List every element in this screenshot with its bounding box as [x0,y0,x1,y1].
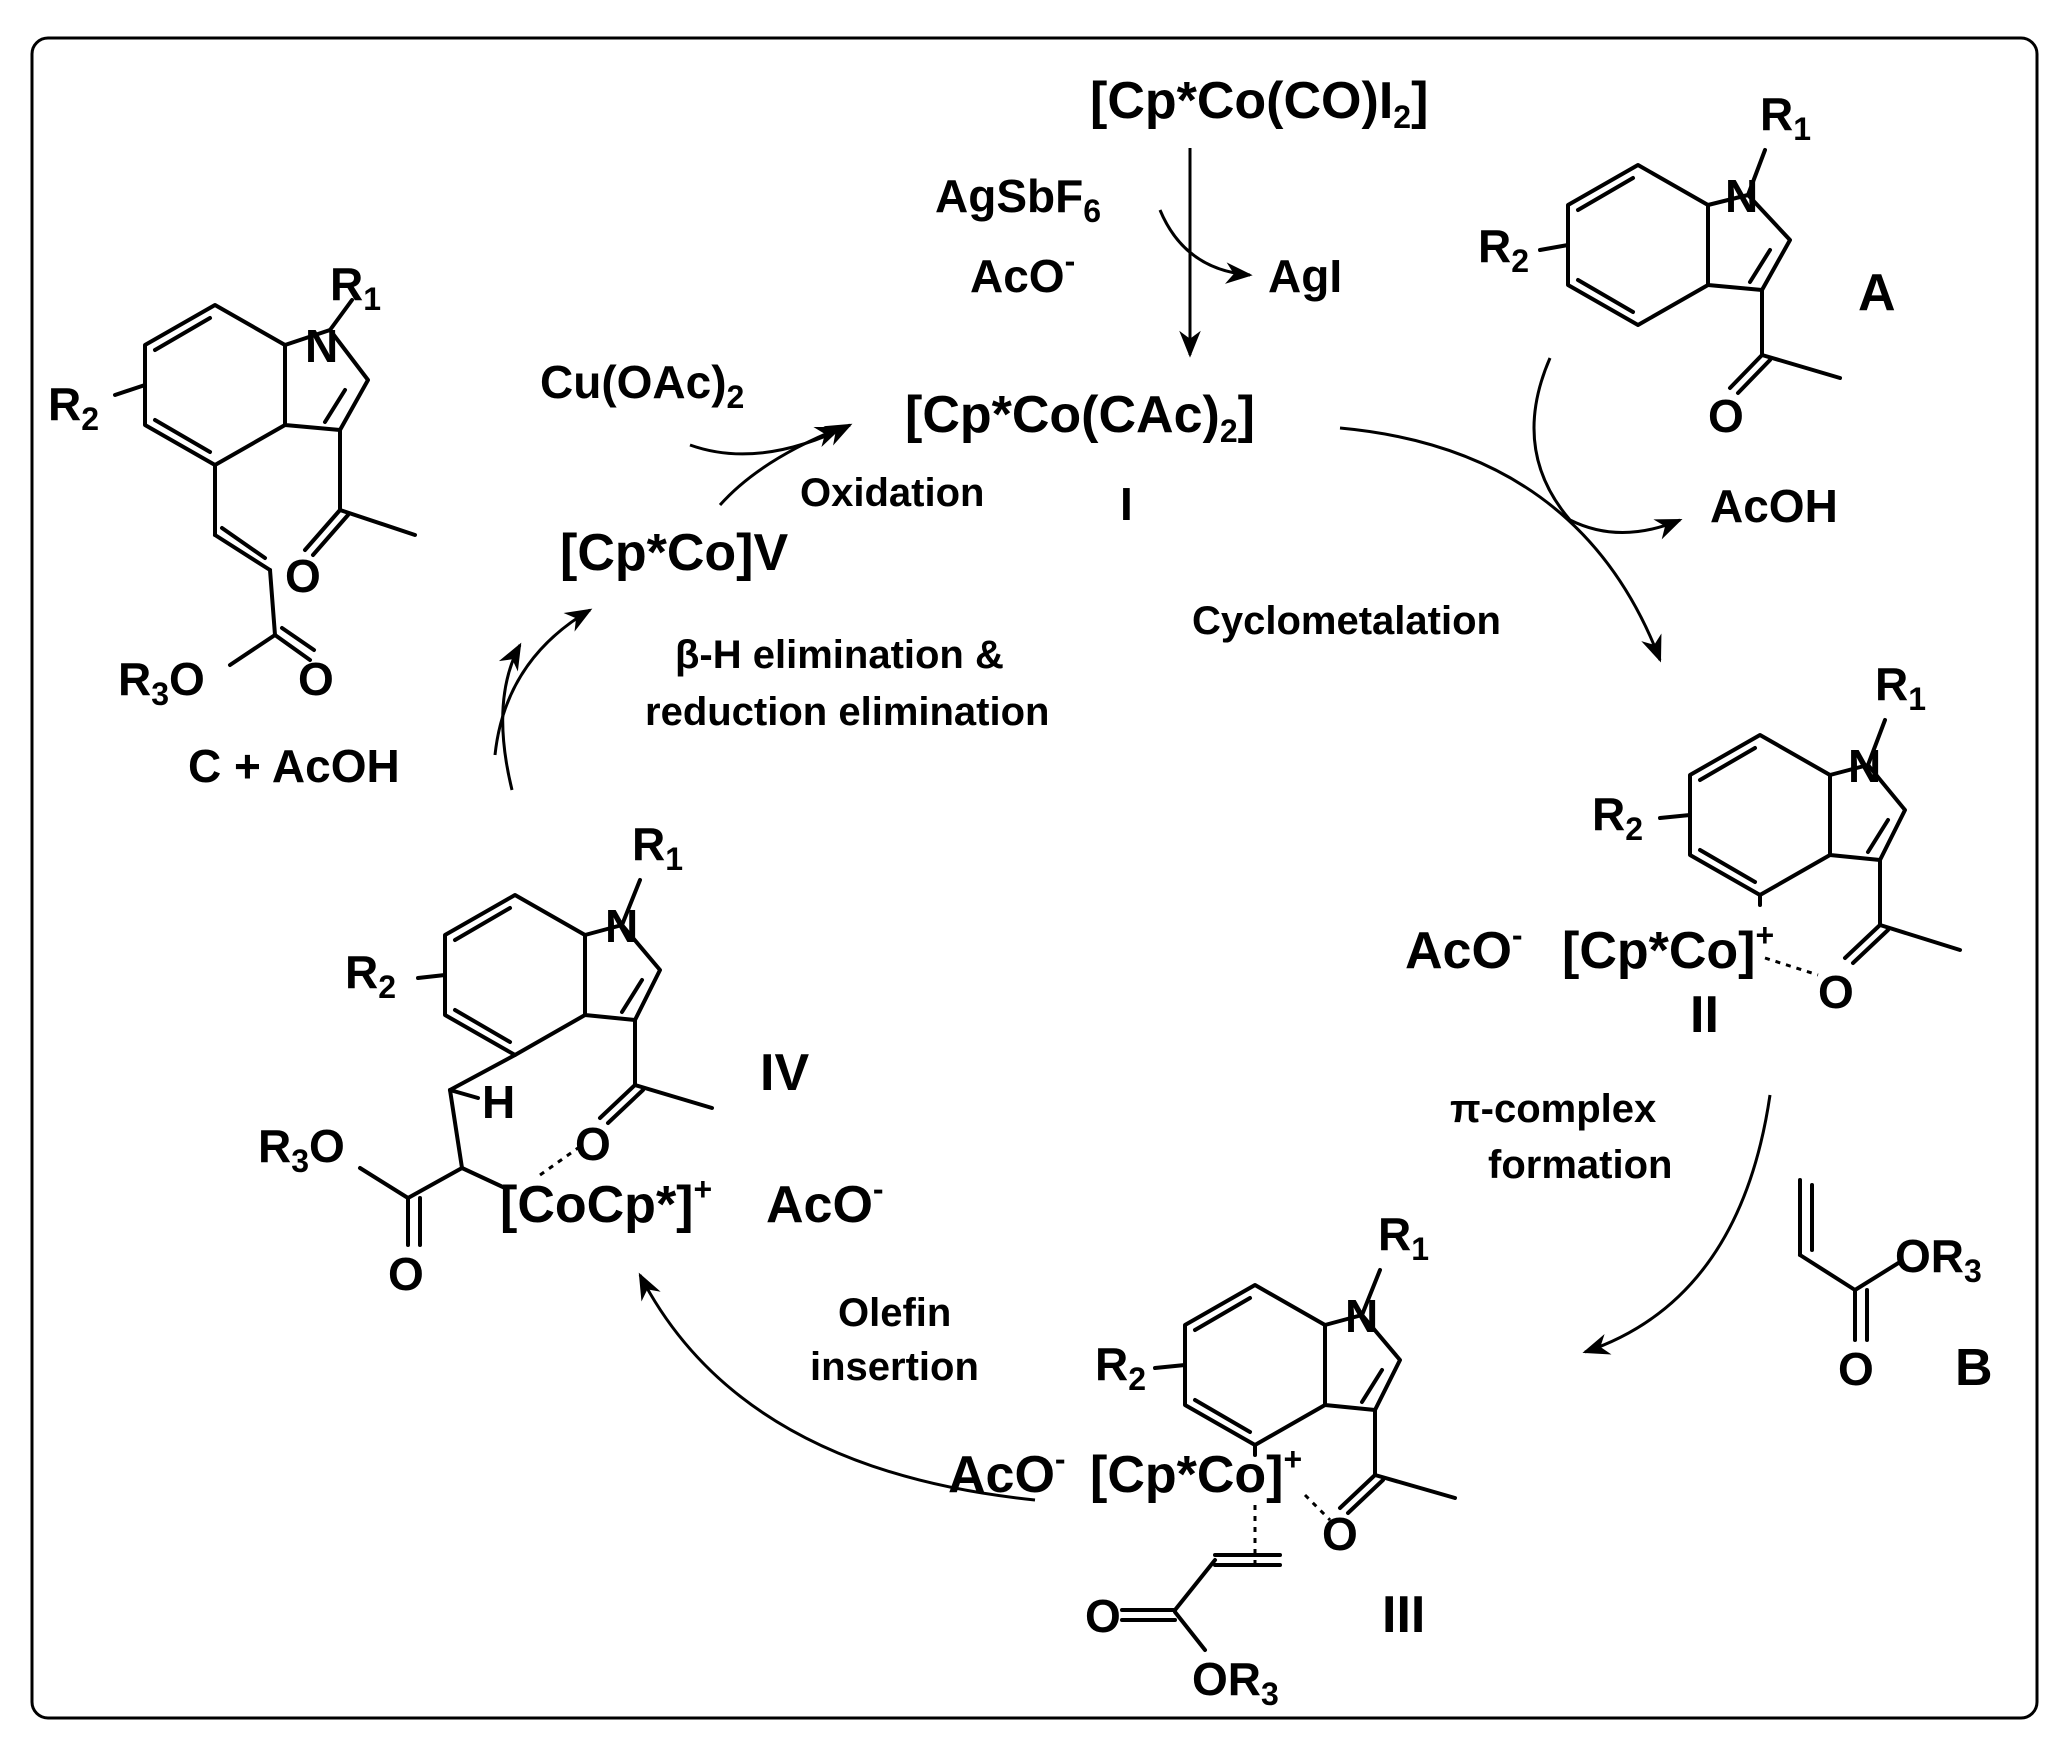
intermediate-III-label: III [1382,1586,1425,1644]
intermediate-IV-R1: R1 [632,818,683,877]
substrate-A-pyrrole [1706,193,1792,292]
intermediate-IV-H: H [482,1076,515,1128]
substrate-A-benzene [1566,163,1710,327]
intermediate-III-OR3: OR3 [1192,1653,1279,1712]
silver-salt: AgSbF6 [935,170,1101,229]
substrate-B-label: B [1955,1339,1993,1397]
intermediate-IV-label: IV [760,1044,809,1102]
intermediate-III-N: N [1345,1290,1378,1342]
substrate-A-N: N [1725,170,1758,222]
pi-complex-arrow [1582,1094,1772,1355]
intermediate-II-coordination [1764,956,1819,977]
intermediate-III-R2: R2 [1095,1338,1146,1397]
cyclometalation-arrow [1339,426,1662,663]
substrate-A-R2: R2 [1478,220,1529,279]
intermediate-II-O: O [1818,966,1854,1018]
agi-byproduct: AgI [1268,250,1342,302]
product-C-R3O: R3O [118,653,205,712]
intermediate-III-counter-ion: AcO- [948,1441,1066,1504]
intermediate-II-R2: R2 [1592,788,1643,847]
pi-complex-label-1: π-complex [1450,1087,1656,1131]
intermediate-I-formula: [Cp*Co(CAc)2] [905,386,1255,449]
intermediate-IV-metal: [CoCp*]+ [500,1171,712,1234]
intermediate-IV-benzene [443,893,587,1057]
product-C-R2: R2 [48,378,99,437]
elimination-arrow-2 [493,608,593,756]
substrate-A-structure: N R1 R2 O A [1478,88,1896,442]
intermediate-IV-N: N [605,900,638,952]
intermediate-II-label: II [1690,986,1719,1044]
substrate-B-O: O [1838,1343,1874,1395]
oxidant-label: Cu(OAc)2 [540,356,744,415]
acoh-release-arrow [1532,357,1683,540]
product-C-ester-O: O [298,653,334,705]
intermediate-IV-counter-ion: AcO- [766,1171,884,1234]
intermediate-I: [Cp*Co(CAc)2] I [905,386,1255,530]
oxidant-arrow [689,423,853,456]
intermediate-II-counter-ion: AcO- [1405,917,1523,980]
agi-release-arrow [1158,209,1253,284]
olefin-insertion-arrow [638,1272,1036,1502]
substrate-A-label: A [1858,264,1896,322]
product-C-benzene [143,303,287,467]
intermediate-IV-ester-O: O [388,1248,424,1300]
elimination-label-1: β-H elimination & [675,633,1004,677]
intermediate-IV-R3O: R3O [258,1120,345,1179]
intermediate-III-pyrrole [1323,1313,1402,1412]
intermediate-II: N R1 R2 O [Cp*Co]+ AcO- II [1405,658,1962,1044]
reoxidation-arrow [718,426,843,506]
cyclometalation-label: Cyclometalation [1192,599,1501,643]
elimination-arrow-1 [498,642,522,791]
product-C-R1: R1 [330,258,381,317]
oxidation-step-label: Oxidation [800,471,984,515]
intermediate-III: N R1 R2 O [Cp*Co]+ AcO- O OR3 III [948,1208,1457,1712]
precatalyst-formula: [Cp*Co(CO)I2] [1090,72,1428,135]
intermediate-IV-pyrrole [583,923,662,1022]
product-C-ketone-O: O [285,550,321,602]
pi-complex-label-2: formation [1488,1143,1672,1187]
intermediate-III-metal: [Cp*Co]+ [1090,1441,1302,1504]
intermediate-II-metal: [Cp*Co]+ [1562,917,1774,980]
substrate-A-O: O [1708,390,1744,442]
intermediate-II-N: N [1848,740,1881,792]
intermediate-III-ester-O: O [1085,1590,1121,1642]
acoh-release: AcOH [1710,480,1838,532]
olefin-insertion-label-2: insertion [810,1345,979,1389]
product-C-pyrrole [283,328,370,432]
frame-border [30,36,2039,1720]
product-C-N: N [305,320,338,372]
intermediate-IV: N R1 R2 H O R3O O [CoCp*]+ AcO- IV [258,818,884,1300]
intermediate-III-O: O [1322,1508,1358,1560]
intermediate-III-R1: R1 [1378,1208,1429,1267]
intermediate-III-benzene [1183,1283,1327,1447]
product-C-structure: N R1 R2 O O R3O [48,258,417,712]
product-C-acoh: C + AcOH [188,740,400,792]
intermediate-IV-coordination [539,1146,579,1177]
intermediate-II-benzene [1688,733,1832,897]
intermediate-IV-R2: R2 [345,946,396,1005]
intermediate-I-label: I [1120,478,1133,530]
precatalyst-activation: [Cp*Co(CO)I2] AgSbF6 AcO- AgI [935,72,1428,358]
substrate-B-structure: OR3 O B [1798,1178,1993,1397]
acetate-reagent: AcO- [970,243,1075,302]
intermediate-V: [Cp*Co]V [560,524,789,582]
intermediate-II-R1: R1 [1875,658,1926,717]
intermediate-II-pyrrole [1828,763,1907,862]
intermediate-IV-O: O [575,1118,611,1170]
elimination-label-2: reduction elimination [645,690,1049,734]
substrate-B-OR3: OR3 [1895,1230,1982,1289]
olefin-insertion-label-1: Olefin [838,1291,951,1335]
substrate-A-R1: R1 [1760,88,1811,147]
